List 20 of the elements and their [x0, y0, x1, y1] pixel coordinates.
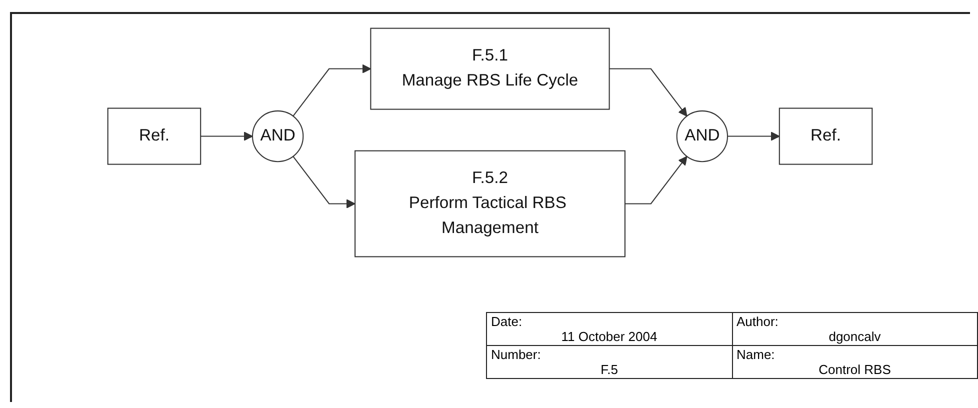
field-value: 11 October 2004: [560, 329, 658, 344]
arrow: [609, 68, 688, 117]
field-label: Name:: [736, 347, 776, 362]
field-value: F.5: [600, 362, 619, 377]
field-value: Control RBS: [818, 362, 892, 377]
node-box: F.5.2 Perform Tactical RBS Management: [354, 150, 626, 258]
field-label: Author:: [736, 314, 780, 329]
field-value: dgoncalv: [828, 329, 882, 344]
node-circle: AND: [252, 110, 304, 162]
arrow: [728, 132, 780, 141]
node-circle: AND: [676, 110, 728, 162]
arrow: [624, 156, 688, 204]
node-box: Ref.: [107, 108, 202, 165]
field-label: Date:: [491, 314, 524, 329]
arrow: [200, 132, 253, 141]
arrow: [292, 64, 372, 116]
field-label: Number:: [491, 347, 542, 362]
node-box: F.5.1 Manage RBS Life Cycle: [370, 28, 610, 110]
node-box: Ref.: [778, 108, 873, 165]
arrow: [292, 156, 356, 208]
